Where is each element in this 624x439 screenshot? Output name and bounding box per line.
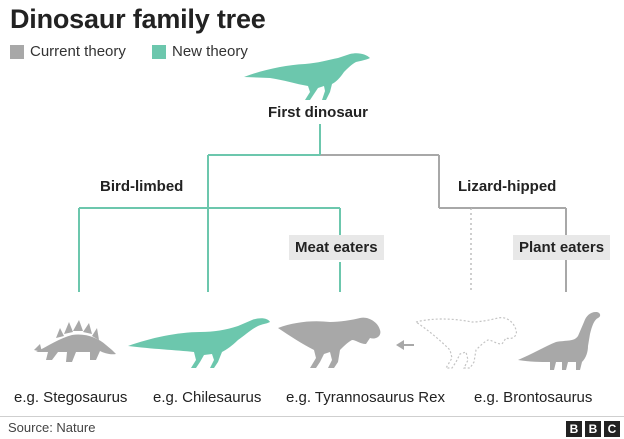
source-label: Source: Nature — [8, 420, 96, 435]
bbc-logo-letter: C — [604, 421, 620, 437]
node-plant-eaters: Plant eaters — [513, 235, 611, 260]
legend-current: Current theory — [10, 43, 126, 60]
node-meat-eaters: Meat eaters — [289, 235, 384, 260]
first-dinosaur-icon — [244, 53, 370, 100]
example-stegosaurus: e.g. Stegosaurus — [14, 389, 128, 406]
outline-dinosaur-icon — [414, 317, 517, 369]
node-lizard-hipped: Lizard-hipped — [458, 178, 557, 195]
page-title: Dinosaur family tree — [10, 4, 266, 34]
example-chilesaurus: e.g. Chilesaurus — [153, 389, 262, 406]
arrow-left-icon — [396, 340, 414, 350]
node-first-dinosaur: First dinosaur — [268, 104, 369, 121]
node-bird-limbed: Bird-limbed — [100, 178, 184, 195]
footer-divider — [0, 416, 624, 417]
new-theory-branches — [78, 124, 341, 292]
bbc-logo: B B C — [566, 421, 620, 437]
brontosaurus-icon — [518, 312, 601, 370]
example-brontosaurus: e.g. Brontosaurus — [474, 389, 593, 406]
tyrannosaurus-icon — [278, 317, 381, 368]
stegosaurus-icon — [34, 320, 116, 362]
current-theory-branches — [320, 154, 567, 292]
bbc-logo-letter: B — [566, 421, 582, 437]
example-tyrannosaurus: e.g. Tyrannosaurus Rex — [286, 389, 445, 406]
legend-label-current: Current theory — [30, 43, 126, 60]
legend-swatch-current — [10, 44, 24, 59]
chilesaurus-icon — [128, 318, 270, 368]
bbc-logo-letter: B — [585, 421, 601, 437]
legend-label-new: New theory — [172, 43, 248, 60]
legend-swatch-new — [152, 44, 166, 59]
legend-new: New theory — [152, 43, 248, 60]
